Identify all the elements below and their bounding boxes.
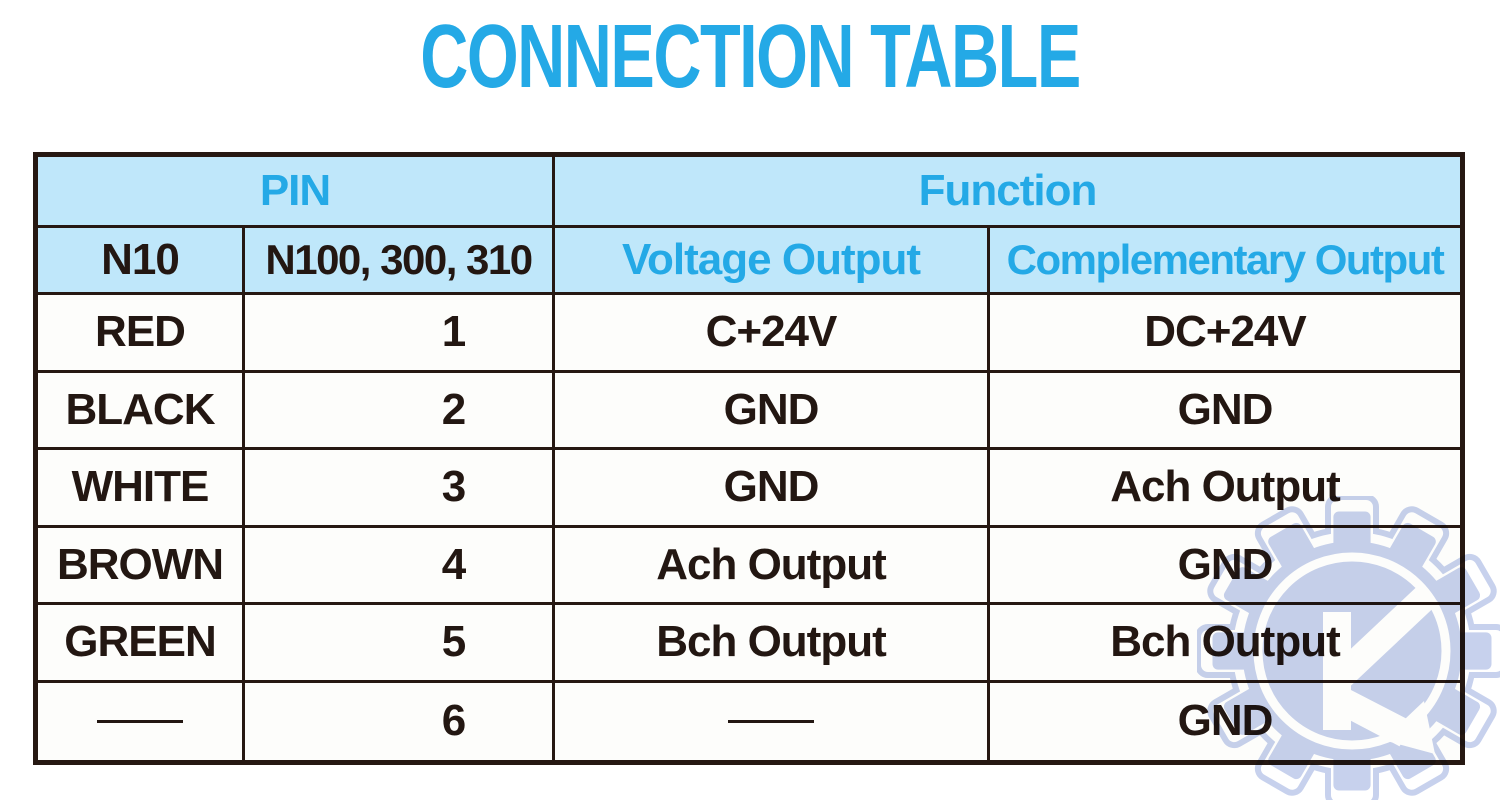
cell-wire-brown: BROWN [38, 527, 245, 605]
cell-wire-white: WHITE [38, 450, 245, 528]
subheader-complementary-output: Complementary Output [990, 228, 1460, 295]
cell-complementary-row4: GND [990, 528, 1460, 605]
connection-table: PIN Function N10 N100, 300, 310 Voltage … [33, 152, 1465, 765]
cell-voltage-row4: Ach Output [555, 527, 990, 605]
cell-voltage-row6 [555, 682, 990, 760]
subheader-n10: N10 [38, 228, 245, 295]
cell-wire-green: GREEN [38, 605, 245, 683]
cell-wire-black: BLACK [38, 372, 245, 450]
cell-wire-red: RED [38, 295, 245, 373]
cell-voltage-row3: GND [555, 450, 990, 528]
cell-pin-5: 5 [245, 605, 555, 683]
cell-complementary-row1: DC+24V [990, 295, 1460, 373]
cell-complementary-row2: GND [990, 373, 1460, 450]
cell-pin-1: 1 [245, 295, 555, 373]
cell-complementary-row5: Bch Output [990, 605, 1460, 683]
cell-voltage-row2: GND [555, 372, 990, 450]
cell-pin-6: 6 [245, 682, 555, 760]
cell-voltage-row5: Bch Output [555, 605, 990, 683]
dash-placeholder [97, 719, 183, 723]
subheader-voltage-output: Voltage Output [555, 228, 990, 295]
subheader-n100-300-310: N100, 300, 310 [245, 228, 555, 295]
cell-pin-2: 2 [245, 372, 555, 450]
cell-complementary-row6: GND [1177, 696, 1274, 746]
cell-wire-none [38, 682, 245, 760]
cell-pin-4: 4 [245, 527, 555, 605]
header-group-pin: PIN [38, 157, 555, 228]
dash-placeholder [728, 719, 814, 723]
cell-complementary-row3: Ach Output [990, 450, 1460, 528]
cell-voltage-row1: C+24V [555, 295, 990, 373]
page-title: CONNECTION TABLE [420, 7, 1081, 107]
cell-pin-3: 3 [245, 450, 555, 528]
header-group-function: Function [555, 157, 1460, 228]
